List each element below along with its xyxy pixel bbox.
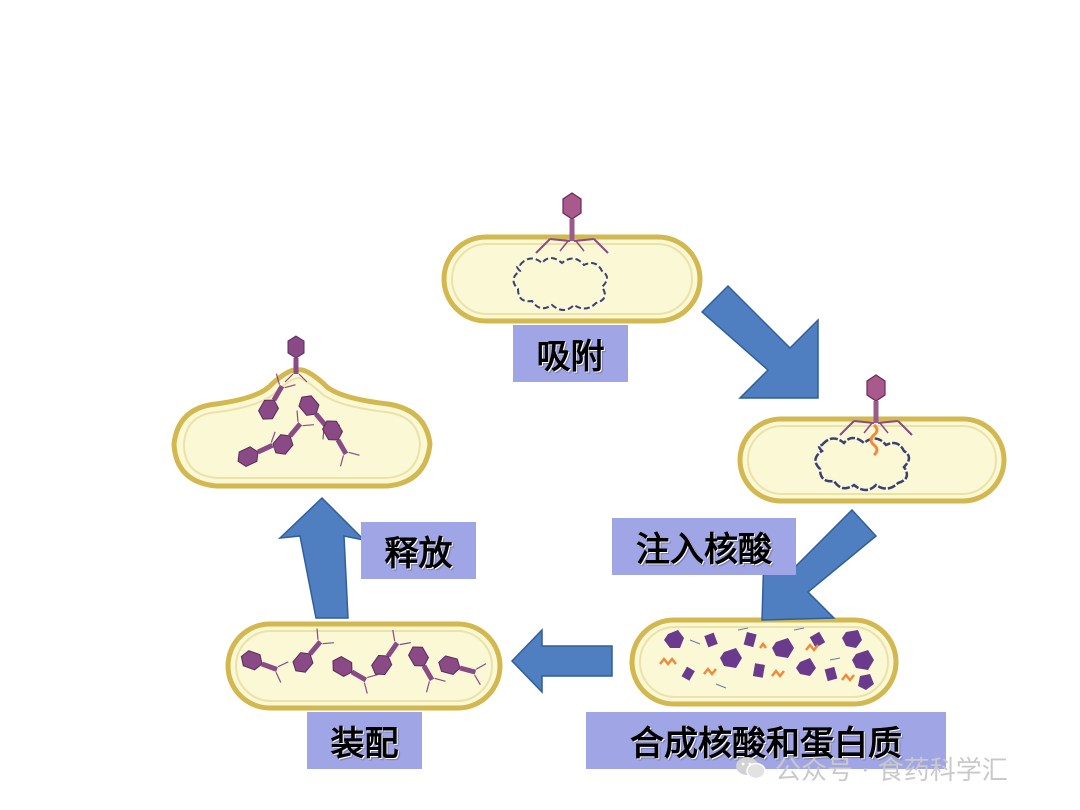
watermark-text: 公众号 · 食药科学汇	[775, 755, 1008, 786]
tail-fibers	[689, 627, 841, 689]
injected-nucleic-acid	[869, 423, 879, 457]
bacterial-dna	[814, 436, 911, 492]
label-release: 释放	[361, 522, 476, 579]
cell-adsorption	[441, 192, 703, 324]
cell-assembly	[225, 621, 503, 711]
arrow-adsorb-to-inject	[700, 284, 819, 399]
wechat-icon	[736, 757, 766, 780]
protein-heads	[664, 630, 874, 690]
bacterial-dna	[512, 257, 608, 311]
cell-injection	[737, 374, 1007, 504]
label-adsorption: 吸附	[513, 325, 628, 382]
cell-release	[171, 335, 433, 489]
label-inject-nucleic-acid: 注入核酸	[612, 518, 796, 575]
label-assembly: 装配	[307, 712, 422, 769]
arrow-assembly-to-release	[277, 496, 367, 619]
cell-synthesis	[629, 617, 899, 707]
watermark: 公众号 · 食药科学汇	[735, 748, 1065, 788]
arrow-synthesis-to-assembly	[510, 628, 613, 694]
nucleic-acid-fragments	[659, 641, 855, 683]
label-synthesis: 合成核酸和蛋白质	[586, 712, 946, 769]
